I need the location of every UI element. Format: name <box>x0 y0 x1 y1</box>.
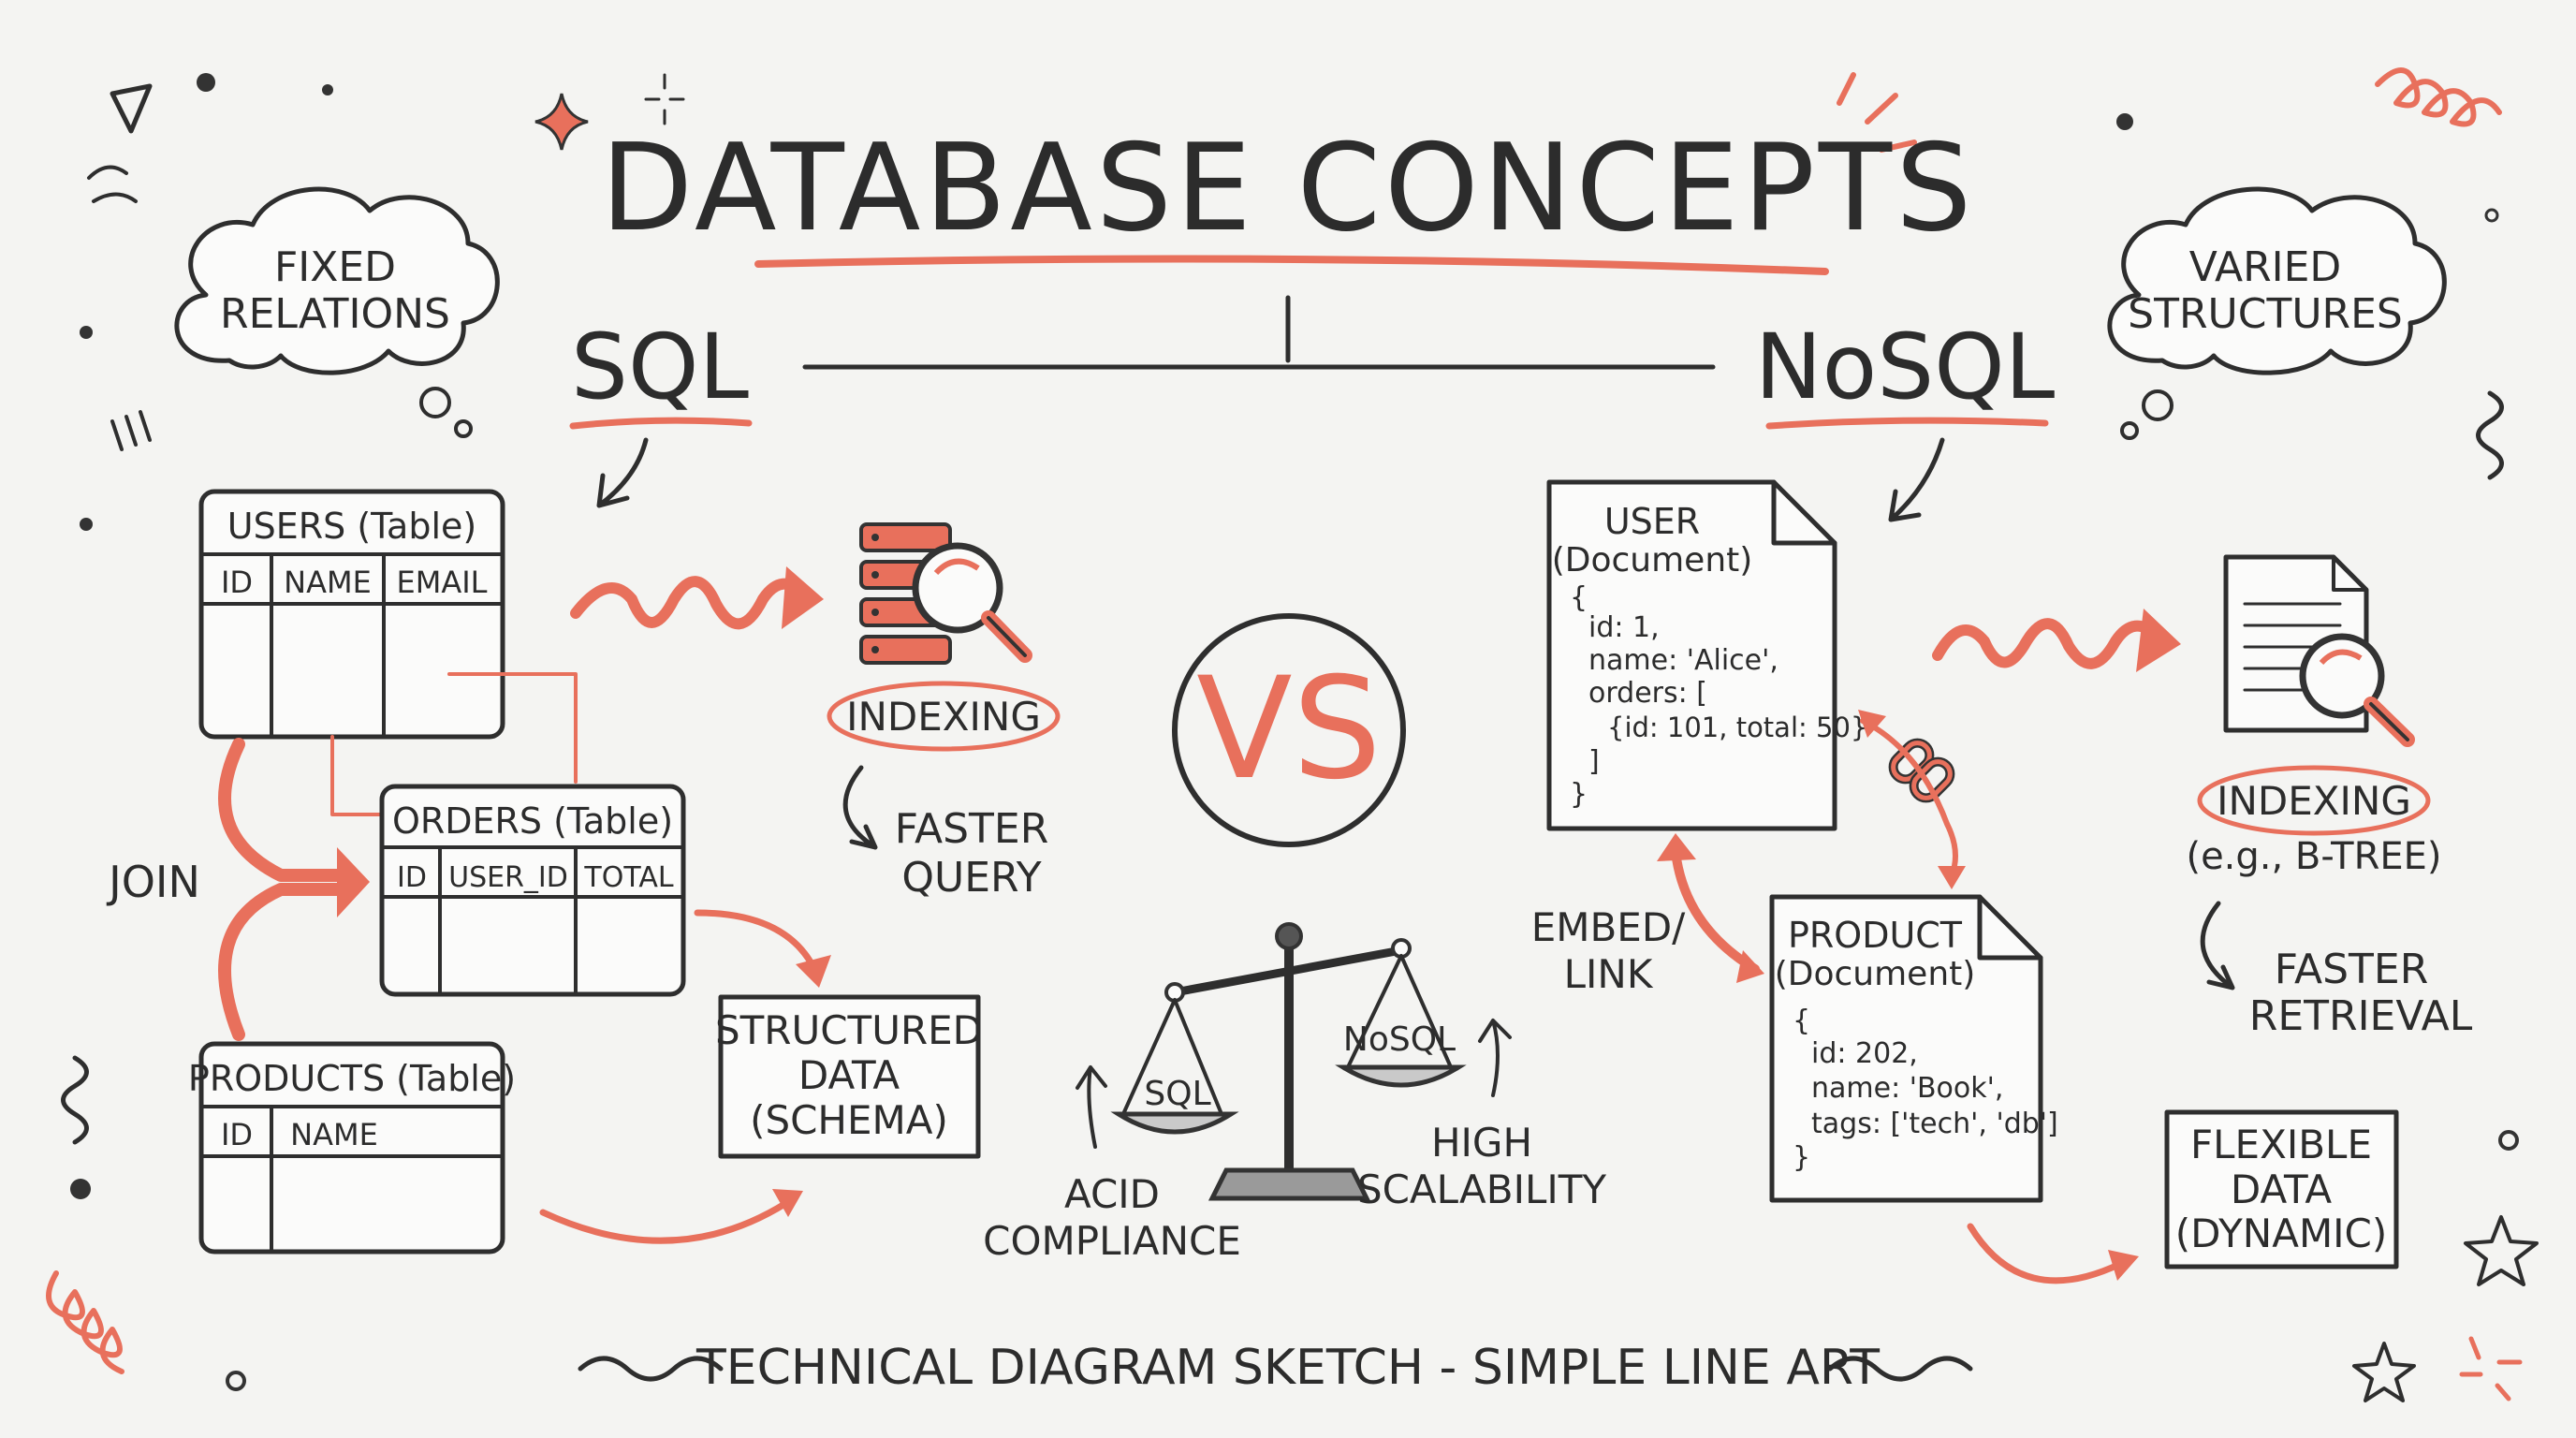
table-orders: ORDERS (Table) ID USER_ID TOTAL <box>379 784 686 997</box>
structured-line-3: (SCHEMA) <box>750 1097 948 1143</box>
sql-thought-line-2: RELATIONS <box>220 290 450 338</box>
product-doc-line-1: { <box>1793 1005 1810 1037</box>
acid-line-2: COMPLIANCE <box>983 1218 1241 1264</box>
table-orders-title: ORDERS (Table) <box>392 800 673 842</box>
table-products-col-name: NAME <box>290 1117 378 1152</box>
scalability-line-2: SCALABILITY <box>1357 1167 1606 1212</box>
title-underline <box>754 255 1829 275</box>
user-doc-title-1: USER <box>1604 501 1700 542</box>
user-doc-line-2: id: 1, <box>1588 611 1660 644</box>
sql-thought-line-1: FIXED <box>274 243 396 291</box>
table-users-col-email: EMAIL <box>397 565 488 600</box>
vs-label: VS <box>1196 648 1382 811</box>
nosql-result-line-2: RETRIEVAL <box>2249 992 2473 1040</box>
nosql-indexing-note: (e.g., B-TREE) <box>2186 835 2441 878</box>
product-doc-title-1: PRODUCT <box>1788 915 1963 956</box>
sql-thought-cloud: FIXED RELATIONS <box>174 186 500 438</box>
structured-line-1: STRUCTURED <box>715 1007 983 1053</box>
table-users-title: USERS (Table) <box>227 506 476 547</box>
table-users: USERS (Table) ID NAME EMAIL <box>198 489 505 740</box>
flexible-data-box: FLEXIBLE DATA (DYNAMIC) <box>2164 1109 2399 1269</box>
user-doc-title-2: (Document) <box>1552 541 1753 580</box>
product-doc-title-2: (Document) <box>1775 955 1976 993</box>
nosql-result-line-1: FASTER <box>2275 946 2429 993</box>
nosql-thought-line-1: VARIED <box>2189 243 2342 291</box>
thought-cloud-icon <box>174 186 500 375</box>
table-orders-col-total: TOTAL <box>583 861 673 894</box>
product-document: PRODUCT (Document) { id: 202, name: 'Boo… <box>1769 894 2058 1203</box>
sparkle-icon <box>534 93 589 151</box>
scale-right-pan-label: NoSQL <box>1343 1020 1456 1059</box>
flexible-line-1: FLEXIBLE <box>2190 1122 2372 1167</box>
star-icon <box>2352 1342 2416 1402</box>
product-doc-line-4: tags: ['tech', 'db'] <box>1811 1108 2058 1140</box>
table-products-title: PRODUCTS (Table) <box>188 1058 516 1099</box>
embed-line-1: EMBED/ <box>1531 904 1686 950</box>
user-document: USER (Document) { id: 1, name: 'Alice', … <box>1546 479 1867 831</box>
table-products: PRODUCTS (Table) ID NAME <box>188 1041 516 1255</box>
table-users-col-name: NAME <box>284 565 372 600</box>
acid-line-1: ACID <box>1064 1171 1160 1217</box>
join-label: JOIN <box>106 857 200 907</box>
table-products-col-id: ID <box>221 1117 253 1152</box>
product-doc-line-3: name: 'Book', <box>1811 1072 2003 1105</box>
scale-left-pan-label: SQL <box>1144 1075 1210 1113</box>
nosql-indexing: INDEXING <box>2197 765 2431 836</box>
document-magnifier-icon <box>2223 554 2415 747</box>
flexible-line-3: (DYNAMIC) <box>2175 1211 2388 1256</box>
decorations <box>46 67 2539 1402</box>
sql-result-line-2: QUERY <box>901 854 1041 902</box>
sql-indexing: INDEXING <box>827 681 1061 752</box>
product-doc-line-2: id: 202, <box>1811 1037 1918 1070</box>
nosql-indexing-label: INDEXING <box>2217 778 2411 824</box>
user-doc-line-1: { <box>1570 581 1588 614</box>
nosql-thought-cloud: VARIED STRUCTURES <box>2107 186 2447 440</box>
user-doc-line-4: orders: [ <box>1588 677 1707 710</box>
sql-label: SQL <box>571 315 749 419</box>
join-arrows: JOIN <box>106 738 370 1041</box>
footer-caption: TECHNICAL DIAGRAM SKETCH - SIMPLE LINE A… <box>695 1340 1880 1396</box>
table-orders-col-id: ID <box>397 861 427 894</box>
user-doc-line-7: } <box>1570 778 1588 811</box>
thought-cloud-icon <box>2107 186 2447 375</box>
embed-line-2: LINK <box>1564 951 1654 997</box>
structured-line-2: DATA <box>798 1052 900 1098</box>
balance-scale-icon: SQL NoSQL <box>1110 922 1467 1201</box>
flexible-line-2: DATA <box>2231 1167 2332 1212</box>
squiggle-icon <box>2476 390 2504 480</box>
structured-data-box: STRUCTURED DATA (SCHEMA) <box>715 994 983 1159</box>
nosql-thought-line-2: STRUCTURES <box>2128 290 2403 338</box>
table-users-col-id: ID <box>221 565 253 600</box>
nosql-label: NoSQL <box>1755 315 2056 419</box>
page-title: DATABASE CONCEPTS <box>601 119 1976 258</box>
user-doc-line-3: name: 'Alice', <box>1588 644 1778 677</box>
star-icon <box>2464 1215 2539 1286</box>
user-doc-line-5: {id: 101, total: 50} <box>1607 712 1867 743</box>
sql-result-line-1: FASTER <box>895 805 1049 853</box>
product-doc-line-5: } <box>1793 1141 1810 1174</box>
scalability-line-1: HIGH <box>1431 1120 1532 1166</box>
sql-indexing-label: INDEXING <box>846 694 1041 740</box>
vs-badge: VS <box>1172 613 1406 847</box>
server-magnifier-icon <box>859 522 1032 665</box>
squiggle-icon <box>61 1055 89 1145</box>
table-orders-col-user-id: USER_ID <box>448 861 568 894</box>
user-doc-line-6: ] <box>1588 745 1600 778</box>
